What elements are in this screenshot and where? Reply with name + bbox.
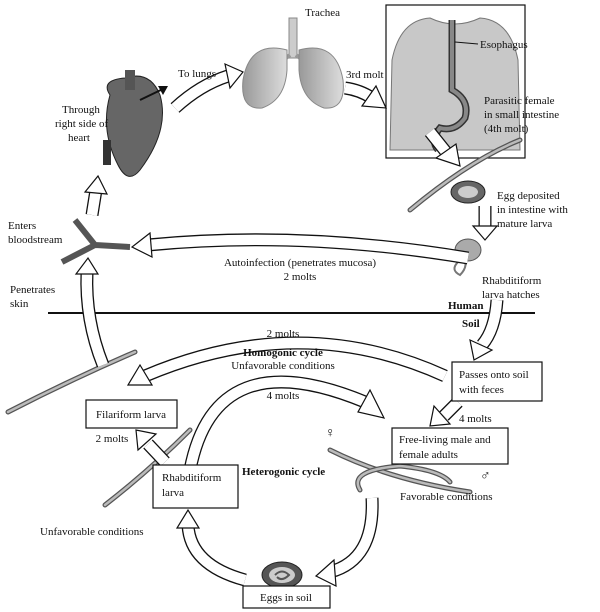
filariform-larva-box [85,399,178,429]
lungs-illustration [242,17,344,109]
human-torso-illustration [385,4,526,159]
parasitic-female-worm [407,137,523,213]
arrow-passes-to-free-living [429,397,463,427]
arrow-egg-to-hatch [471,206,499,241]
label-autoinfection: Autoinfection (penetrates mucosa) [224,257,376,269]
arrow-penetrates-skin [74,256,110,368]
rhabditiform-larva-worm [102,427,193,508]
blood-vessel-illustration [60,218,131,265]
label-favorable: Favorable conditions [400,491,493,503]
heart-illustration [103,70,168,177]
label-filariform-larva: Filariform larva [96,409,166,421]
label-eggs-in-soil: Eggs in soil [260,592,312,604]
label-four-molts-arc: 4 molts [267,390,300,402]
label-autoinfection-molts: 2 molts [284,271,317,283]
label-soil: Soil [462,318,480,330]
label-unfavorable-bottom: Unfavorable conditions [40,526,144,538]
female-symbol: ♀ [325,426,336,441]
passes-soil-box [451,361,543,402]
label-to-lungs: To lungs [178,68,216,80]
arrow-rhabditiform-to-filariform [135,429,170,467]
arrow-autoinfection [130,231,470,265]
label-third-molt: 3rd molt [346,69,384,81]
arrow-four-molts-arc [183,375,386,472]
eggs-in-soil-illustration [261,561,303,589]
arrow-bloodstream-to-heart [83,174,109,217]
label-heterogonic-cycle: Heterogonic cycle [242,466,325,478]
label-trachea: Trachea [305,7,340,19]
arrow-adults-to-eggs [314,497,379,588]
arrow-eggs-to-rhabditiform [175,508,247,587]
free-living-adult-worms [327,447,473,495]
filariform-larva-worm [5,349,138,415]
egg-illustration [450,180,486,277]
arrow-lungs-to-intestine [343,81,387,109]
arrow-homogonic-cycle [126,336,448,386]
free-living-box [391,427,509,465]
label-four-molts-right: 4 molts [459,413,492,425]
label-two-molts-left: 2 molts [96,433,129,445]
male-symbol: ♂ [480,469,491,484]
label-homogonic-molts: 2 molts [267,328,300,340]
eggs-in-soil-box [242,585,331,609]
arrow-heart-to-lungs [170,62,244,113]
rhabditiform-larva-box [152,464,239,509]
label-homogonic-cycle: Homogonic cycle [243,347,323,359]
arrow-intestine-down [424,127,461,167]
arrow-to-soil [469,299,504,361]
label-unfavorable-top: Unfavorable conditions [231,360,335,372]
label-esophagus: Esophagus [480,39,528,51]
label-human: Human [448,300,483,312]
